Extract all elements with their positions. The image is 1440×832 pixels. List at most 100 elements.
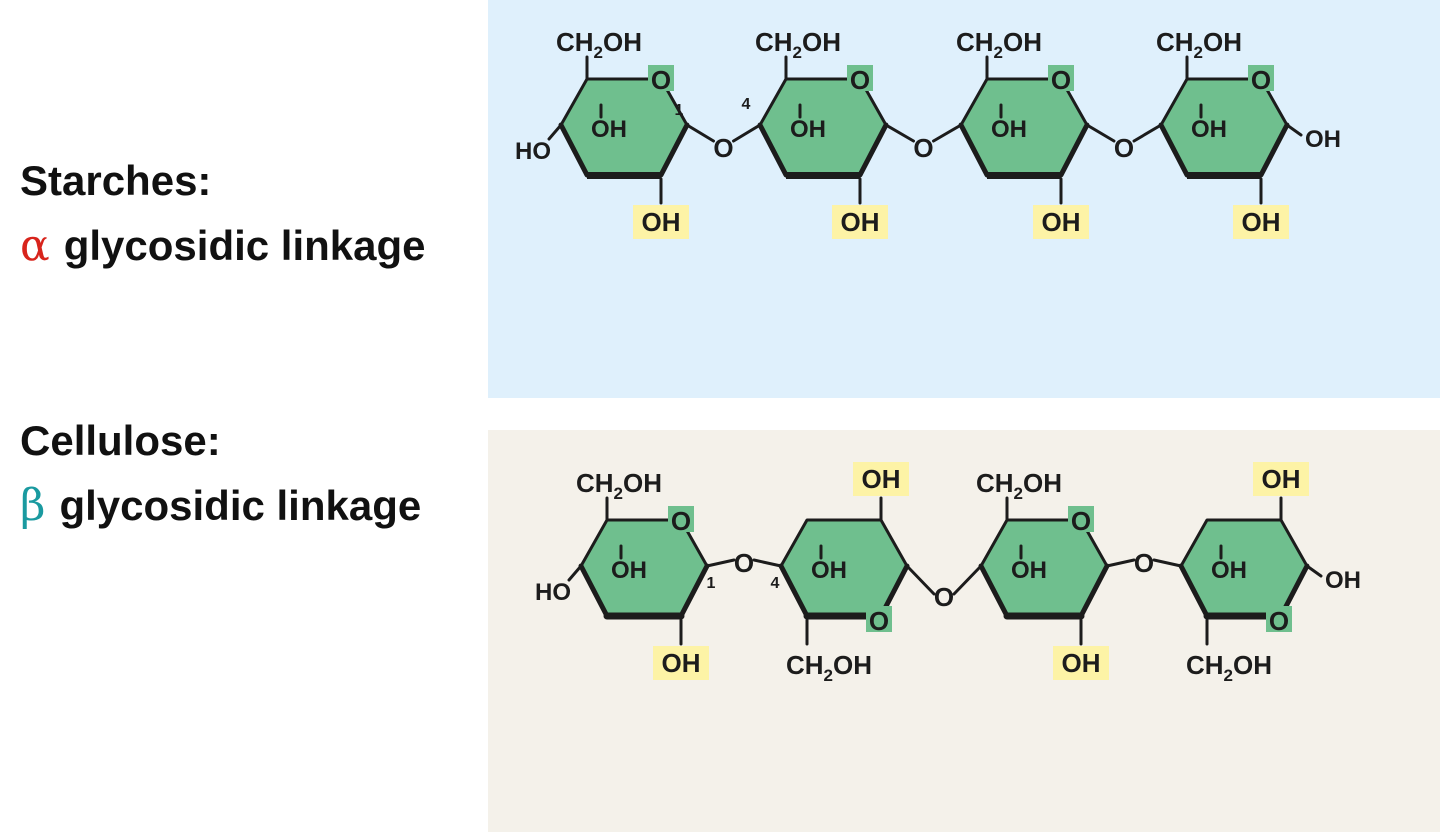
ring-oh-label: OH <box>991 116 1027 143</box>
ring-oxygen-label: O <box>869 606 889 636</box>
ch2oh-label: CH2OH <box>755 27 841 62</box>
starch-panel-background <box>488 0 1440 398</box>
starch-label-block: Starches: α glycosidic linkage <box>20 160 426 268</box>
hydroxyl-highlight <box>1253 462 1309 496</box>
glycosidic-oxygen-label: O <box>734 548 754 578</box>
ring-oxygen-label: O <box>850 65 870 95</box>
ring-front-edge-right <box>678 563 710 619</box>
position-1-label: 1 <box>675 102 684 119</box>
cellulose-linkage-text: glycosidic linkage <box>59 482 422 529</box>
ring-o-mask <box>1266 606 1292 632</box>
ring-front-edge-left <box>1158 122 1190 178</box>
c2-oh-label: OH <box>862 464 901 494</box>
ring-front-edge-left <box>978 563 1010 619</box>
terminal-oh-label: OH <box>1325 567 1361 594</box>
glycosidic-bond <box>1105 558 1136 568</box>
glycosidic-bond <box>705 558 736 568</box>
ring-oh-label: OH <box>1011 557 1047 584</box>
glycosidic-bond <box>685 123 715 143</box>
glycosidic-bond <box>1132 123 1163 143</box>
glycosidic-bond <box>905 564 936 596</box>
terminal-ho-label: HO <box>535 579 571 606</box>
terminal-oh-bond <box>1285 123 1303 137</box>
glycosidic-bond <box>732 123 762 143</box>
position-1-label: 1 <box>707 575 716 592</box>
ring-o-mask <box>668 506 694 532</box>
ho-bond <box>567 564 583 582</box>
c2-oh-label: OH <box>841 207 880 237</box>
ring-front-edge-right <box>1078 563 1110 619</box>
terminal-oh-label: OH <box>1305 126 1341 153</box>
c2-oh-label: OH <box>1242 207 1281 237</box>
hydroxyl-highlight <box>1033 205 1089 239</box>
c2-oh-label: OH <box>1062 648 1101 678</box>
glycosidic-oxygen-label: O <box>934 582 954 612</box>
c2-oh-label: OH <box>1262 464 1301 494</box>
hydroxyl-highlight <box>1053 646 1109 680</box>
ch2oh-label: CH2OH <box>556 27 642 62</box>
c2-oh-label: OH <box>642 207 681 237</box>
ch2oh-label: CH2OH <box>576 468 662 503</box>
ring-oxygen-label: O <box>671 506 691 536</box>
ring-front-edge <box>587 172 661 179</box>
beta-symbol: β <box>20 480 46 531</box>
cellulose-title: Cellulose: <box>20 417 221 464</box>
terminal-oh-bond <box>1305 564 1323 578</box>
ring-oxygen-label: O <box>1071 506 1091 536</box>
ch2oh-label: CH2OH <box>1156 27 1242 62</box>
ring-oh-label: OH <box>611 557 647 584</box>
ring-oxygen-label: O <box>1251 65 1271 95</box>
ring-front-edge-right <box>857 122 889 178</box>
glycosidic-bond <box>752 558 783 568</box>
terminal-ho-label: HO <box>515 138 551 165</box>
ring-front-edge <box>987 172 1061 179</box>
position-4-label: 4 <box>771 575 780 592</box>
ring-oh-label: OH <box>591 116 627 143</box>
ch2oh-label: CH2OH <box>1186 650 1272 685</box>
alpha-symbol: α <box>20 220 50 271</box>
c2-oh-label: OH <box>1042 207 1081 237</box>
ring-front-edge-left <box>958 122 990 178</box>
ring-o-mask <box>847 65 873 91</box>
glycosidic-oxygen-label: O <box>1134 548 1154 578</box>
ring-front-edge-left <box>558 122 590 178</box>
ring-front-edge-left <box>757 122 789 178</box>
ch2oh-label: CH2OH <box>786 650 872 685</box>
glycosidic-bond <box>1152 558 1183 568</box>
glycosidic-bond <box>952 564 983 596</box>
ring-front-edge-right <box>1058 122 1090 178</box>
ring-front-edge <box>786 172 860 179</box>
glycosidic-oxygen-label: O <box>913 133 933 163</box>
ring-front-edge-left <box>1178 563 1210 619</box>
position-4-label: 4 <box>742 96 751 113</box>
glycosidic-oxygen-label: O <box>713 133 733 163</box>
ring-oh-label: OH <box>1211 557 1247 584</box>
ring-oh-label: OH <box>790 116 826 143</box>
ring-o-mask <box>1248 65 1274 91</box>
ring-front-edge-left <box>578 563 610 619</box>
glycosidic-bond <box>884 123 915 143</box>
starch-title: Starches: <box>20 157 212 204</box>
glycosidic-bond <box>1085 123 1116 143</box>
ring-o-mask <box>648 65 674 91</box>
hydroxyl-highlight <box>1233 205 1289 239</box>
glycosidic-oxygen-label: O <box>1114 133 1134 163</box>
hydroxyl-highlight <box>832 205 888 239</box>
hydroxyl-highlight <box>853 462 909 496</box>
ring-front-edge-right <box>1258 122 1290 178</box>
ring-oh-label: OH <box>811 557 847 584</box>
ring-oh-label: OH <box>1191 116 1227 143</box>
ring-oxygen-label: O <box>1269 606 1289 636</box>
ring-o-mask <box>1068 506 1094 532</box>
c2-oh-label: OH <box>662 648 701 678</box>
ring-front-edge-left <box>778 563 810 619</box>
ring-front-edge <box>1187 172 1261 179</box>
starch-linkage-text: glycosidic linkage <box>63 222 426 269</box>
glycosidic-bond <box>932 123 963 143</box>
ch2oh-label: CH2OH <box>956 27 1042 62</box>
hydroxyl-highlight <box>633 205 689 239</box>
